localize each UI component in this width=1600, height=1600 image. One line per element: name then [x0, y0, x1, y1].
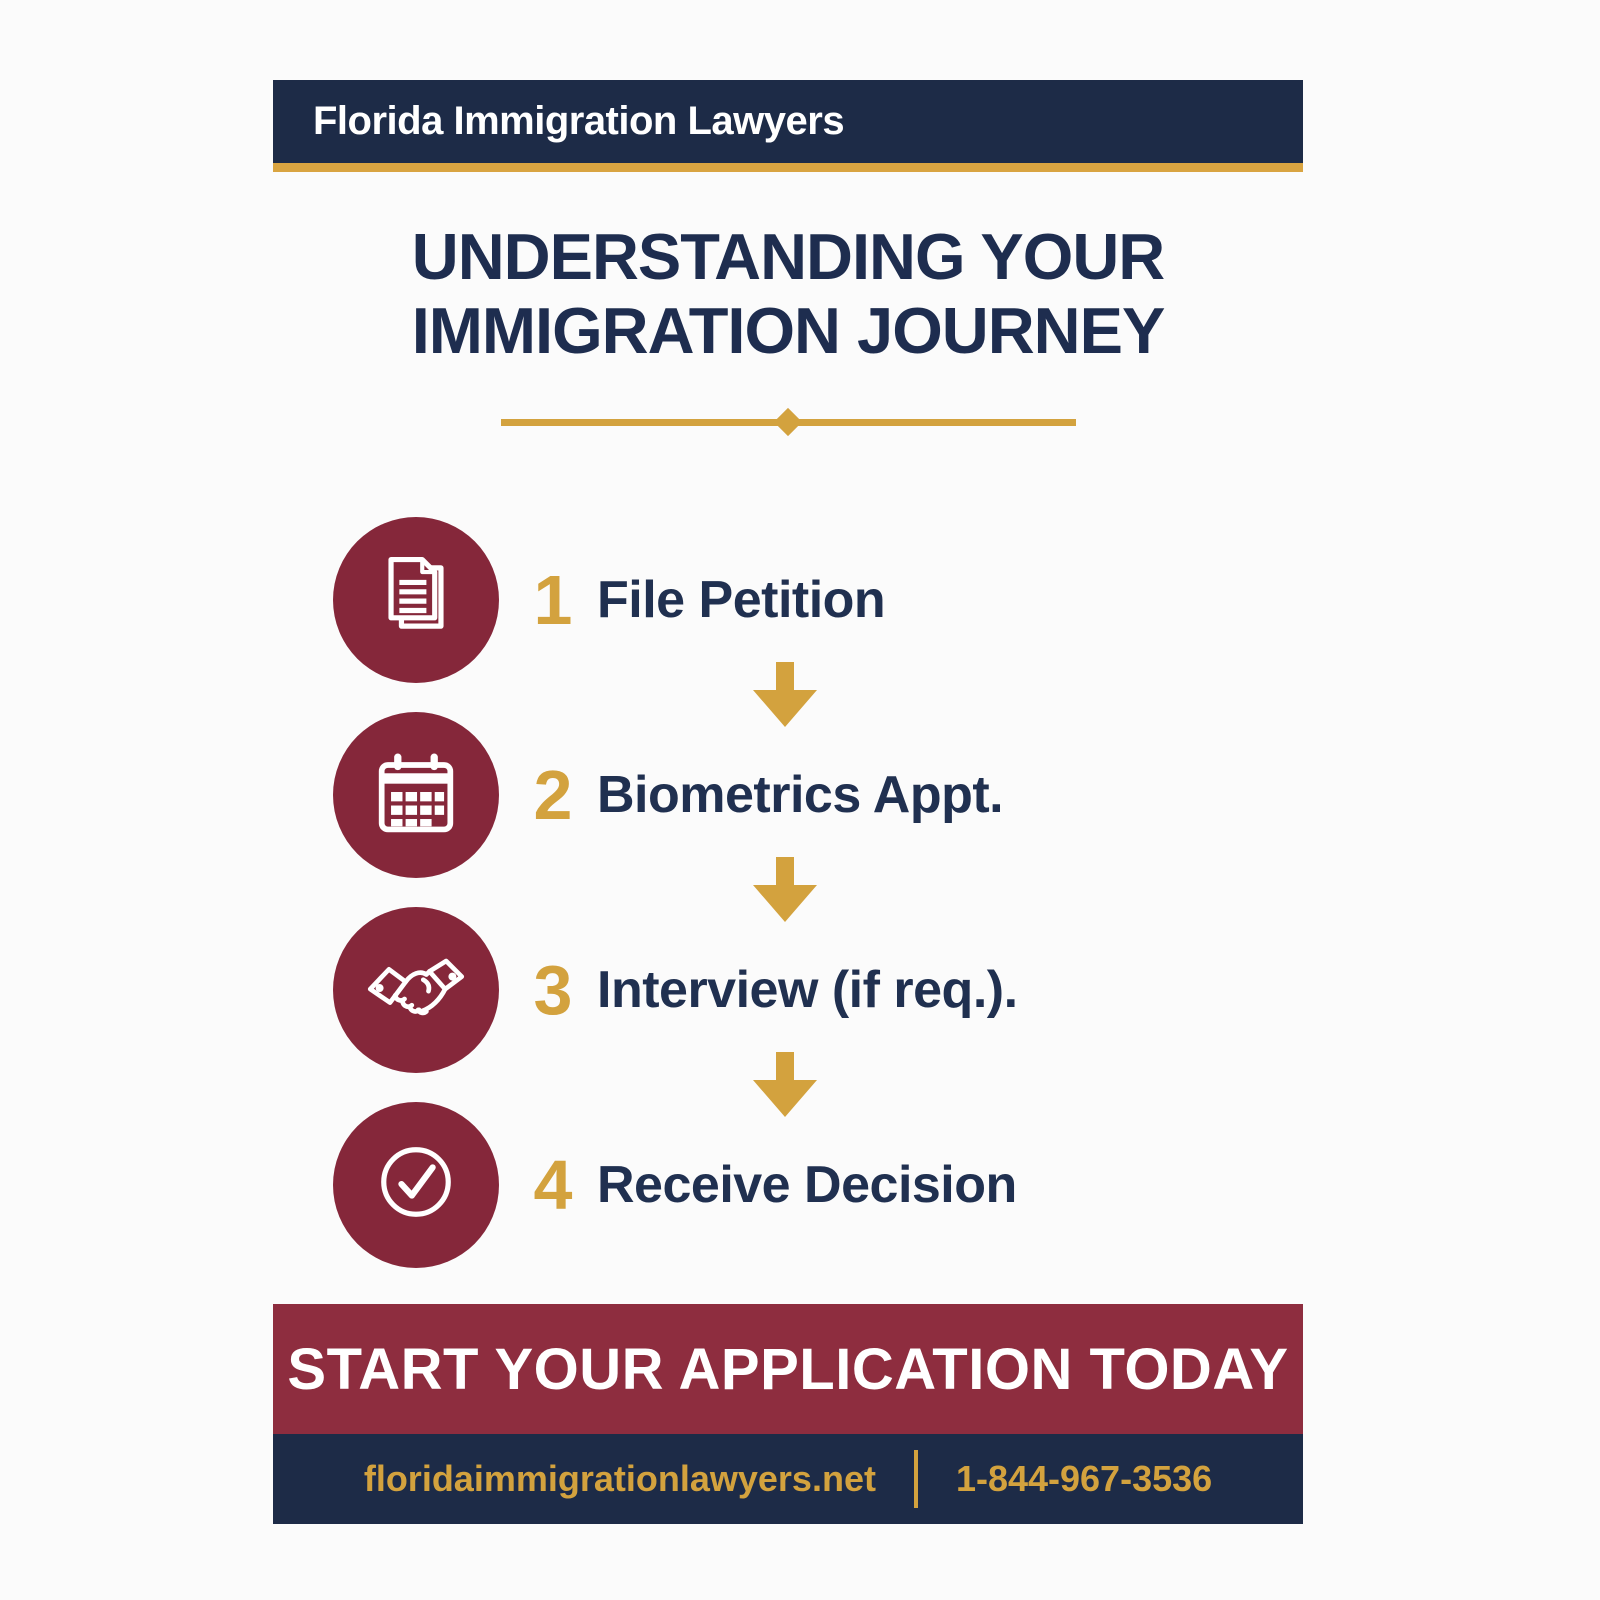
infographic-poster: Florida Immigration Lawyers UNDERSTANDIN… — [273, 80, 1303, 1525]
step2-number: 2 — [533, 755, 573, 834]
footer-divider — [913, 1450, 918, 1509]
down-arrow-icon — [753, 662, 817, 728]
down-arrow-icon — [753, 857, 817, 923]
page-title: UNDERSTANDING YOUR IMMIGRATION JOURNEY — [273, 220, 1303, 368]
website-link[interactable]: floridaimmigrationlawyers.net — [363, 1458, 876, 1500]
brand-name: Florida Immigration Lawyers — [313, 99, 845, 143]
step-row-file-petition: 1 File Petition — [273, 502, 1303, 697]
step1-number: 1 — [533, 560, 573, 639]
documents-icon — [364, 545, 468, 654]
step2-label: Biometrics Appt. — [597, 765, 1004, 824]
step3-circle — [333, 906, 499, 1073]
cta-label: START YOUR APPLICATION TODAY — [287, 1336, 1289, 1402]
step3-label: Interview (if req.). — [597, 960, 1018, 1019]
step3-number: 3 — [533, 950, 573, 1029]
header-bar: Florida Immigration Lawyers — [273, 80, 1303, 172]
down-arrow-icon — [753, 1052, 817, 1118]
page-title-line1: UNDERSTANDING YOUR — [411, 220, 1165, 293]
handshake-icon — [364, 935, 468, 1044]
step1-circle — [333, 516, 499, 683]
steps-flow: 1 File Petition — [273, 502, 1303, 1282]
step-row-interview: 3 Interview (if req.). — [273, 892, 1303, 1087]
divider-diamond-icon — [773, 408, 803, 437]
step-row-decision: 4 Receive Decision — [273, 1087, 1303, 1282]
divider-line-right — [796, 418, 1076, 426]
check-circle-icon — [364, 1130, 468, 1239]
step4-label: Receive Decision — [597, 1155, 1017, 1214]
phone-number[interactable]: 1-844-967-3536 — [955, 1458, 1213, 1500]
footer-bar: floridaimmigrationlawyers.net 1-844-967-… — [273, 1434, 1303, 1525]
step1-label: File Petition — [597, 570, 886, 629]
page-title-line2: IMMIGRATION JOURNEY — [411, 294, 1166, 368]
cta-banner[interactable]: START YOUR APPLICATION TODAY — [273, 1304, 1303, 1435]
divider-line-left — [500, 418, 780, 426]
calendar-icon — [364, 740, 468, 849]
title-divider — [500, 408, 1076, 437]
step4-circle — [333, 1101, 499, 1268]
step4-number: 4 — [533, 1145, 573, 1224]
step2-circle — [333, 711, 499, 878]
step-row-biometrics: 2 Biometrics Appt. — [273, 697, 1303, 892]
